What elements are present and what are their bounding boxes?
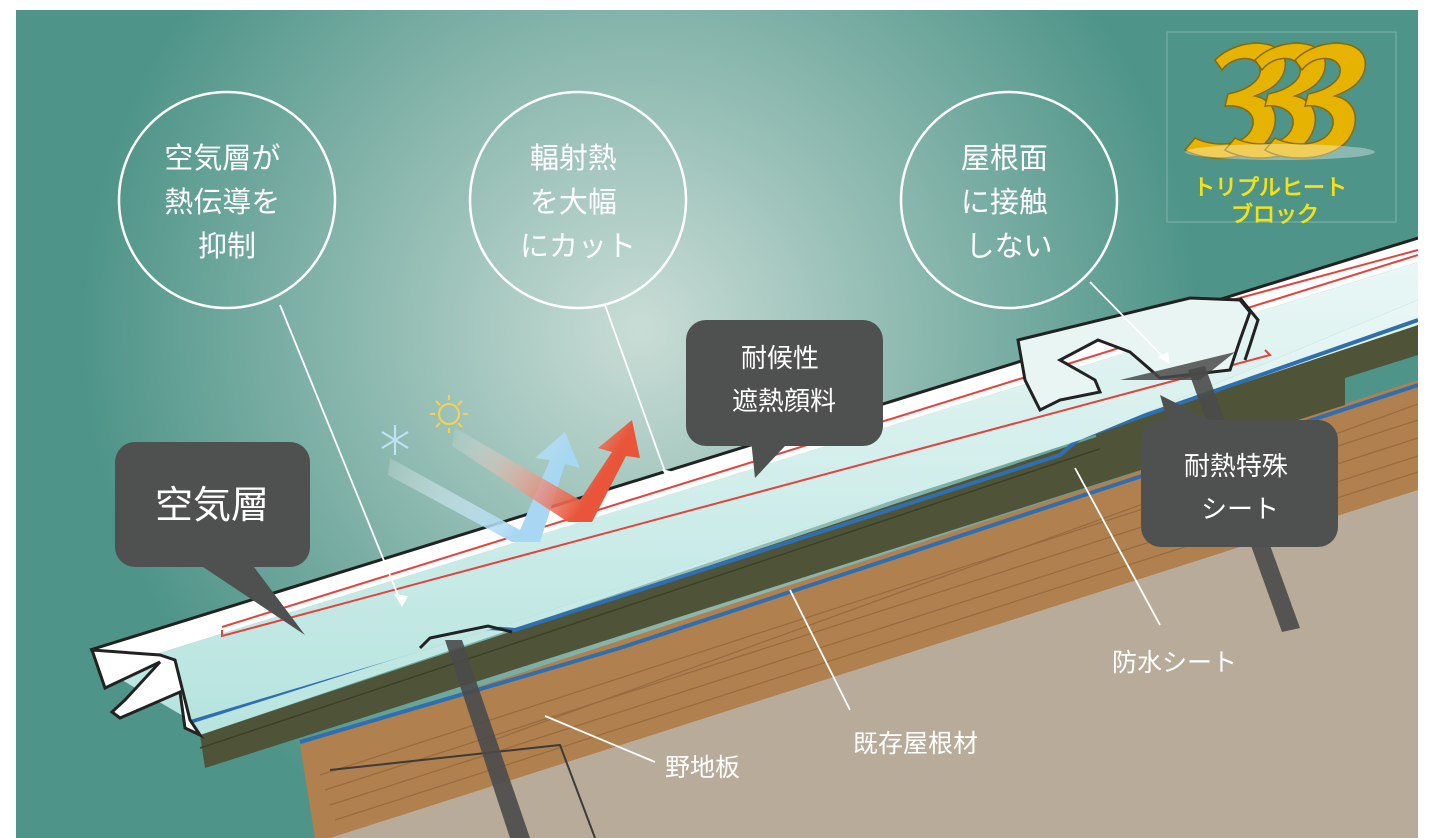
- sheathing-board: [300, 380, 1418, 838]
- leader-lines: [279, 281, 1169, 763]
- snowflake-icon: [381, 425, 409, 455]
- svg-text:耐候性 遮熱顔料: 耐候性 遮熱顔料: [732, 344, 836, 417]
- bubble-no-contact: 屋根面 に接触 しない: [899, 90, 1119, 310]
- bubble-2-line-2: を大幅: [530, 185, 617, 219]
- logo-text-line-2: ブロック: [1231, 202, 1319, 228]
- center-screw: [445, 640, 530, 838]
- sun-icon: [430, 395, 468, 433]
- bubble-radiant-heat: 輻射熱 を大幅 にカット: [468, 90, 688, 310]
- air-layer-band: [190, 300, 1418, 735]
- label-existing-roof: 既存屋根材: [853, 729, 978, 758]
- cold-arrow: [388, 432, 580, 542]
- bubble-3-line-3: しない: [965, 229, 1052, 263]
- bubble-2-line-1: 輻射熱: [530, 141, 617, 175]
- bubble-air-layer: 空気層が 熱伝導を 抑制: [117, 90, 337, 310]
- sheathing-inner-line: [329, 743, 596, 838]
- callout-weather-pigment: 耐候性 遮熱顔料: [686, 320, 883, 478]
- svg-text:屋根面 に接触 しない: 屋根面 に接触 しない: [961, 141, 1057, 263]
- bubble-1-line-1: 空気層が: [164, 141, 280, 175]
- bubble-3-line-2: に接触: [961, 185, 1048, 219]
- bubble-3-line-1: 屋根面: [961, 141, 1048, 175]
- callout-sheet-line-2: シート: [1201, 495, 1279, 525]
- hot-arrow: [452, 420, 640, 522]
- callout-air-layer-text: 空気層: [155, 483, 269, 527]
- bubble-1-line-2: 熱伝導を: [164, 185, 280, 219]
- callout-air-layer: 空気層: [115, 442, 310, 635]
- logo-mark-icon: [1183, 42, 1366, 159]
- logo-text-line-1: トリプルヒート: [1193, 176, 1347, 201]
- svg-text:耐熱特殊 シート: 耐熱特殊 シート: [1184, 452, 1296, 525]
- label-waterproof-sheet: 防水シート: [1112, 648, 1237, 677]
- callout-pigment-line-2: 遮熱顔料: [732, 387, 836, 417]
- label-sheathing-board: 野地板: [665, 753, 740, 782]
- left-edge-fold: [89, 648, 205, 739]
- bubble-1-line-3: 抑制: [198, 229, 256, 263]
- red-coating-line-2: [221, 349, 1272, 638]
- callout-heat-sheet: 耐熱特殊 シート: [1141, 395, 1338, 547]
- triple-heat-block-logo: トリプルヒート ブロック: [1166, 31, 1397, 228]
- callout-sheet-line-1: 耐熱特殊: [1184, 452, 1288, 482]
- right-screw-upper: [1120, 352, 1235, 380]
- callout-pigment-line-1: 耐候性: [741, 344, 819, 374]
- heat-reflection-arrows: [381, 395, 640, 542]
- svg-text:輻射熱 を大幅 にカット: 輻射熱 を大幅 にカット: [520, 141, 636, 263]
- center-clip: [418, 624, 513, 650]
- bubble-2-line-3: にカット: [520, 229, 636, 263]
- svg-text:空気層が 熱伝導を 抑制: 空気層が 熱伝導を 抑制: [164, 141, 289, 263]
